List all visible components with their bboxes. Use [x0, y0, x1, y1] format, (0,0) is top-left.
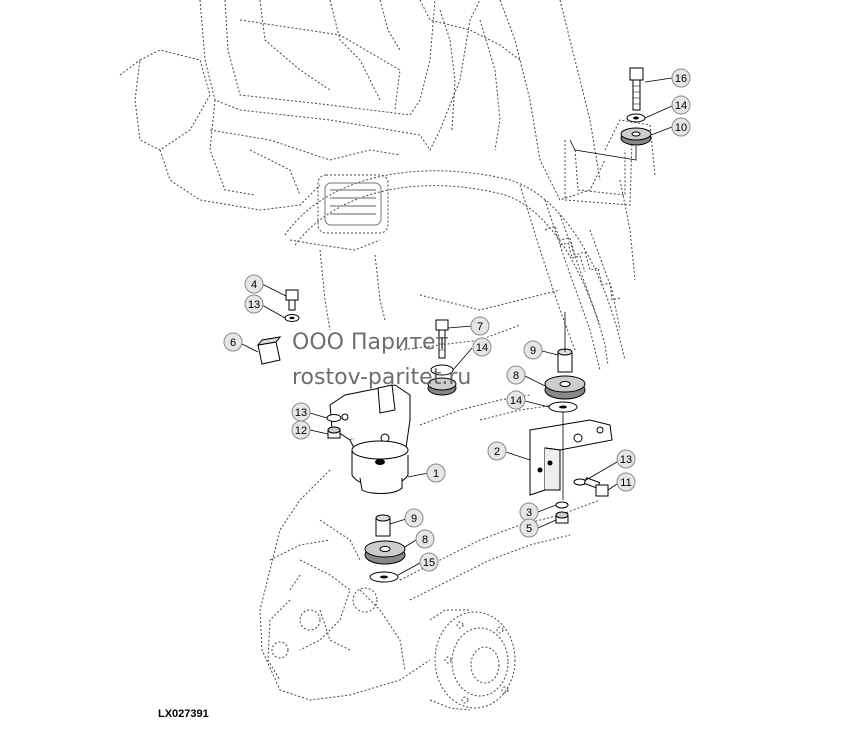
callout-label: 7	[477, 321, 483, 333]
callout-14-mid: 14	[472, 337, 492, 357]
block-6-icon	[256, 336, 282, 365]
callout-4: 4	[244, 274, 264, 294]
callout-label: 14	[675, 100, 687, 112]
angle-bracket-2-icon	[529, 419, 613, 496]
callout-13-upper: 13	[244, 294, 264, 314]
callout-11: 11	[616, 472, 636, 492]
rubber-mount-8-lower-icon	[364, 540, 406, 565]
callout-label: 13	[620, 454, 632, 466]
washer-13-left-icon	[326, 414, 342, 422]
callout-label: 11	[620, 477, 631, 489]
callout-14-right: 14	[506, 390, 526, 410]
callout-16: 16	[671, 68, 691, 88]
spacer-9-lower-icon	[375, 514, 391, 537]
callout-label: 8	[513, 370, 519, 382]
watermark-company: ООО Паритет	[292, 330, 449, 355]
callout-label: 10	[675, 122, 687, 134]
nut-5-icon	[555, 511, 569, 524]
nut-12-icon	[327, 426, 341, 439]
callout-label: 9	[530, 345, 536, 357]
callout-5: 5	[519, 518, 539, 538]
callout-10: 10	[671, 117, 691, 137]
bolt-11-icon	[583, 477, 609, 497]
bolt-4-icon	[285, 289, 299, 311]
washer-3-icon	[555, 501, 569, 509]
spacer-9-right-icon	[557, 348, 573, 373]
callout-12: 12	[291, 420, 311, 440]
watermark-url: rostov-paritet.ru	[292, 365, 472, 390]
parts	[256, 67, 652, 583]
callout-label: 15	[423, 557, 435, 569]
callout-14-top: 14	[671, 95, 691, 115]
bolt-7-icon	[435, 319, 449, 359]
callout-label: 3	[526, 507, 532, 519]
washer-13-right-icon	[573, 478, 587, 486]
callout-label: 6	[230, 337, 236, 349]
rubber-mount-10-icon	[620, 127, 652, 146]
rubber-mount-8-right-icon	[544, 375, 586, 400]
callout-label: 9	[411, 513, 417, 525]
callout-13-right: 13	[616, 449, 636, 469]
callout-label: 13	[248, 299, 260, 311]
callout-7: 7	[470, 316, 490, 336]
callout-15: 15	[419, 552, 439, 572]
callout-label: 14	[476, 342, 488, 354]
callout-label: 8	[422, 534, 428, 546]
callout-8-lower: 8	[415, 529, 435, 549]
callout-8-right: 8	[506, 365, 526, 385]
callout-9-lower: 9	[404, 508, 424, 528]
bolt-16-icon	[629, 67, 644, 111]
callout-label: 12	[295, 425, 307, 437]
callout-label: 14	[510, 395, 522, 407]
callout-label: 4	[251, 279, 257, 291]
rubber-mount-mid-icon	[427, 377, 457, 396]
leader-lines	[241, 77, 673, 576]
callout-2: 2	[487, 441, 507, 461]
callout-13-left: 13	[291, 402, 311, 422]
callout-label: 2	[494, 446, 500, 458]
callout-9-right: 9	[523, 340, 543, 360]
mount-bracket-1-icon	[329, 384, 411, 494]
figure-id-label: LX027391	[158, 708, 209, 720]
callout-1: 1	[426, 463, 446, 483]
callout-3: 3	[519, 502, 539, 522]
callout-label: 13	[295, 407, 307, 419]
tractor-outline	[119, 0, 656, 711]
callout-label: 16	[675, 73, 687, 85]
callout-label: 5	[526, 523, 532, 535]
callout-label: 1	[433, 468, 439, 480]
callout-6: 6	[223, 332, 243, 352]
